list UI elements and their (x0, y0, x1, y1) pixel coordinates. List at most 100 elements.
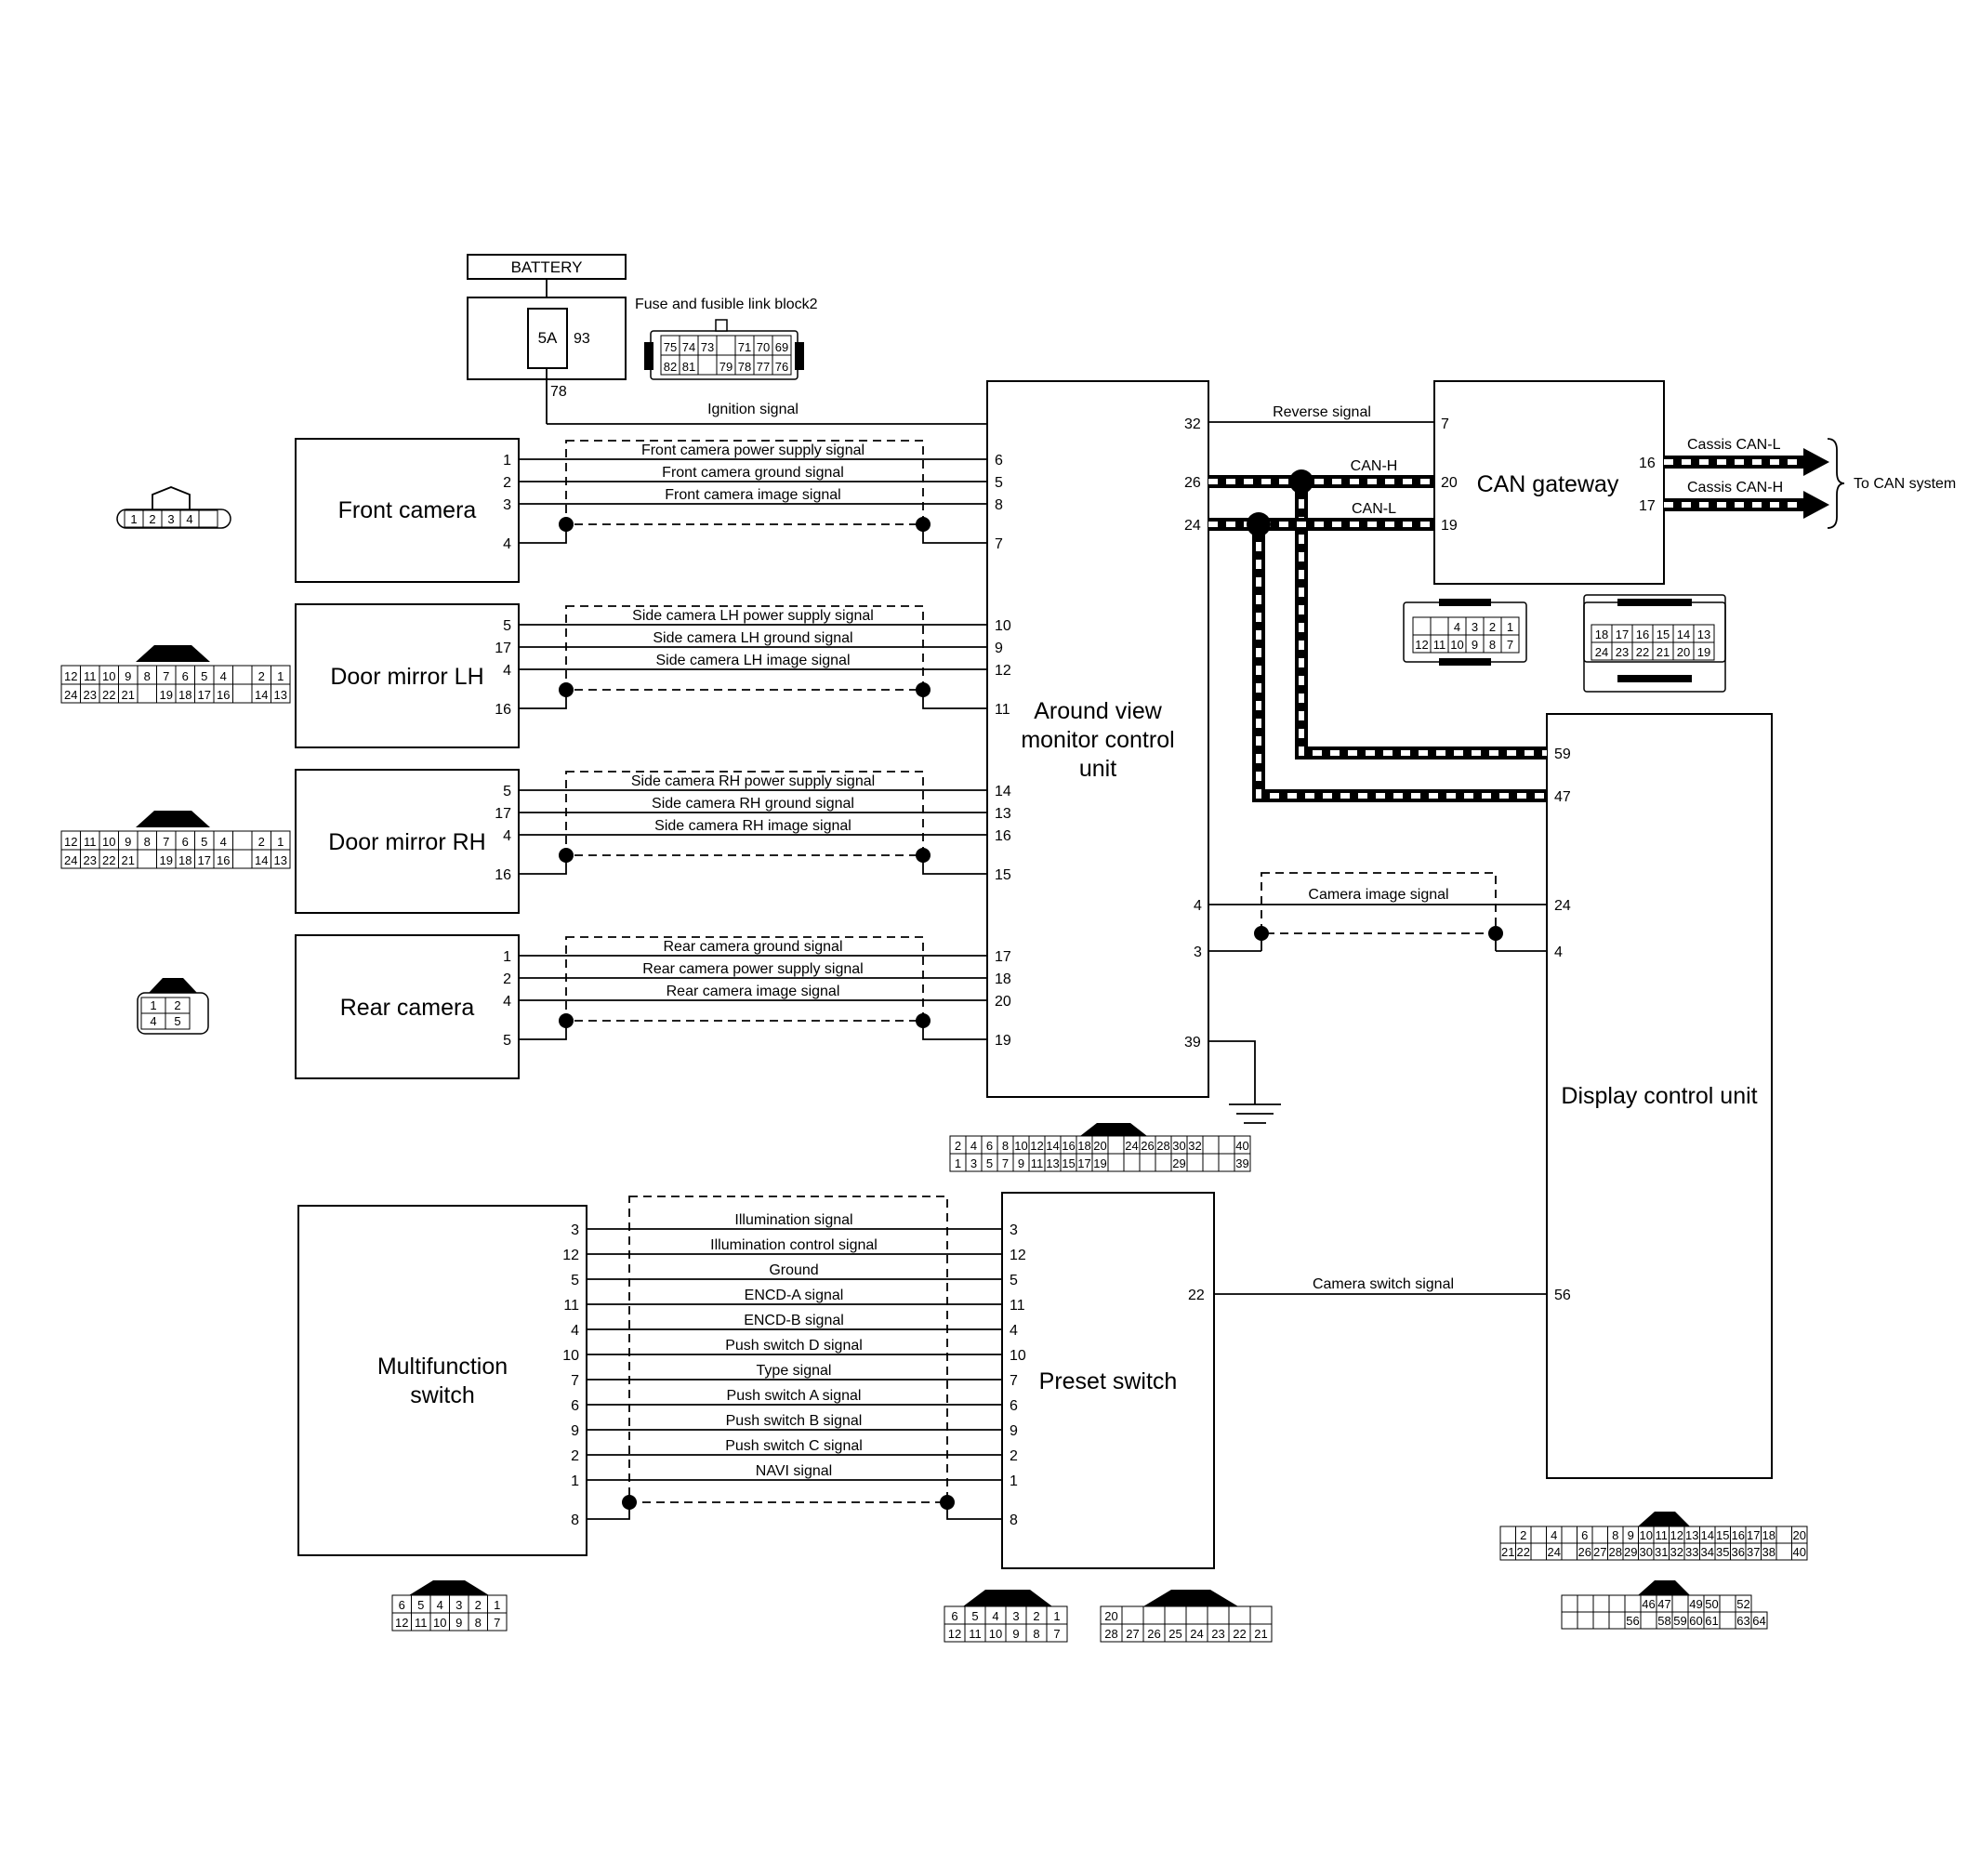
signal-label: Side camera LH image signal (656, 653, 851, 668)
fuse-conn-cell (716, 335, 736, 356)
door-mirror-rh-connector-cell (271, 849, 291, 869)
display-connector-b-cell (1577, 1594, 1594, 1613)
avm-conn-pin: 14 (1046, 1139, 1059, 1153)
right-pin: 14 (995, 784, 1011, 799)
avm-conn-pin: 8 (1002, 1139, 1009, 1153)
gw-right-conn-pin: 14 (1677, 628, 1690, 641)
door-mirror-lh-connector-pin: 8 (144, 669, 151, 683)
preset-pin: 10 (1010, 1348, 1026, 1364)
rear-cam-conn-pin: 1 (150, 998, 156, 1012)
door-mirror-rh-connector-pin: 19 (160, 853, 173, 867)
display-connector-a-pin: 14 (1701, 1528, 1714, 1542)
avm-conn-pin: 1 (955, 1156, 961, 1170)
right-pin: 20 (995, 994, 1011, 1010)
door-mirror-lh-connector-pin: 11 (84, 669, 97, 683)
cassis-can-l-label: Cassis CAN-L (1687, 437, 1781, 453)
avm-pin-4: 4 (1194, 898, 1202, 914)
display-connector-a-pin: 36 (1732, 1545, 1745, 1559)
avm-conn-pin: 28 (1156, 1139, 1169, 1153)
door-mirror-rh-connector-pin: 13 (274, 853, 287, 867)
mfs-shield-pin: 8 (571, 1513, 579, 1528)
display-connector-a-pin: 9 (1628, 1528, 1634, 1542)
right-pin: 5 (995, 475, 1003, 491)
door-mirror-rh-connector-pin: 18 (178, 853, 191, 867)
can-gateway-box (1433, 380, 1665, 585)
front-cam-conn-pin: 2 (149, 512, 155, 526)
display-connector-b-cell (1592, 1611, 1610, 1630)
avm-conn-pin: 16 (1062, 1139, 1075, 1153)
left-pin: 5 (503, 784, 511, 799)
display-connector-b-pin: 46 (1642, 1597, 1655, 1611)
fuse-conn-pin: 82 (664, 360, 677, 374)
display-connector-b-pin: 47 (1657, 1597, 1670, 1611)
fuse-conn-cell (772, 354, 792, 376)
gw-left-conn-pin: 10 (1450, 638, 1463, 652)
to-can-brace (1827, 438, 1845, 529)
signal-label: Front camera image signal (665, 487, 840, 503)
display-connector-b-pin: 59 (1673, 1614, 1686, 1628)
display-connector-b-cell (1671, 1594, 1689, 1613)
door-mirror-lh-label: Door mirror LH (330, 664, 483, 690)
door-mirror-lh-connector-cell (232, 683, 253, 704)
gw-pin-19: 19 (1441, 518, 1458, 534)
door-mirror-rh-connector-pin: 21 (122, 853, 135, 867)
preset-pin: 7 (1010, 1373, 1018, 1389)
display-connector-a-cell (1530, 1526, 1547, 1544)
disp-pin-4: 4 (1554, 945, 1563, 960)
front-cam-conn-pin: 1 (130, 512, 137, 526)
shield-rear (565, 936, 924, 1022)
fuse-conn-pin: 75 (664, 340, 677, 354)
display-connector-a-pin: 28 (1609, 1545, 1622, 1559)
mfs-signal-label: Type signal (757, 1363, 832, 1379)
avm-conn-pin: 9 (1018, 1156, 1024, 1170)
display-connector-b-pin: 63 (1736, 1614, 1749, 1628)
can-h-label: CAN-H (1351, 458, 1398, 474)
preset-connector-b-cell (1142, 1605, 1166, 1625)
gw-right-conn-pin: 24 (1595, 645, 1608, 659)
door-mirror-lh-connector-pin: 24 (64, 688, 77, 702)
door-mirror-rh-connector-pin: 24 (64, 853, 77, 867)
fuse-label: 5A (538, 329, 558, 347)
door-mirror-rh-box (295, 769, 520, 914)
door-mirror-lh-connector-pin: 9 (125, 669, 131, 683)
mfs-pin: 7 (571, 1373, 579, 1389)
disp-pin-59: 59 (1554, 746, 1571, 762)
left-pin: 1 (503, 949, 511, 965)
preset-connector-a-pin: 3 (1012, 1609, 1019, 1623)
preset-connector-a-pin: 8 (1033, 1627, 1039, 1641)
mfs-pin: 2 (571, 1448, 579, 1464)
camera-image-shield (1261, 872, 1497, 934)
can-l-line (1208, 512, 1547, 802)
avm-conn-pin: 29 (1172, 1156, 1185, 1170)
avm-conn-pin: 7 (1002, 1156, 1009, 1170)
avm-conn-pin: 39 (1235, 1156, 1248, 1170)
preset-connector-a-pin: 5 (971, 1609, 978, 1623)
mfs-connector-pin: 7 (494, 1616, 500, 1630)
left-pin: 5 (503, 618, 511, 634)
display-connector-a-pin: 27 (1593, 1545, 1606, 1559)
fuse-conn-pin: 74 (682, 340, 695, 354)
mfs-connector-pin: 4 (437, 1598, 443, 1612)
avm-conn-cell (1186, 1153, 1204, 1172)
fuse-conn-pin: 69 (775, 340, 788, 354)
display-connector-a-cell (1775, 1542, 1792, 1561)
mfs-pin: 1 (571, 1473, 579, 1489)
gw-left-conn-pin: 1 (1507, 620, 1513, 634)
avm-pin-24: 24 (1184, 518, 1201, 534)
door-mirror-rh-connector-pin: 14 (255, 853, 268, 867)
left-shield-pin: 4 (503, 536, 511, 552)
signal-label: Side camera RH ground signal (652, 796, 854, 812)
door-mirror-rh-connector-pin: 12 (64, 835, 77, 849)
mfs-signal-label: Push switch C signal (725, 1438, 863, 1454)
preset-connector-a-pin: 7 (1053, 1627, 1060, 1641)
gw-left-conn-cell (1500, 634, 1520, 654)
display-connector-a-pin: 2 (1520, 1528, 1526, 1542)
preset-connector-b-pin: 23 (1211, 1627, 1224, 1641)
right-shield-pin: 7 (995, 536, 1003, 552)
mfs-pin: 12 (562, 1248, 579, 1263)
avm-conn-pin: 32 (1188, 1139, 1201, 1153)
can-h-line (1208, 469, 1547, 760)
